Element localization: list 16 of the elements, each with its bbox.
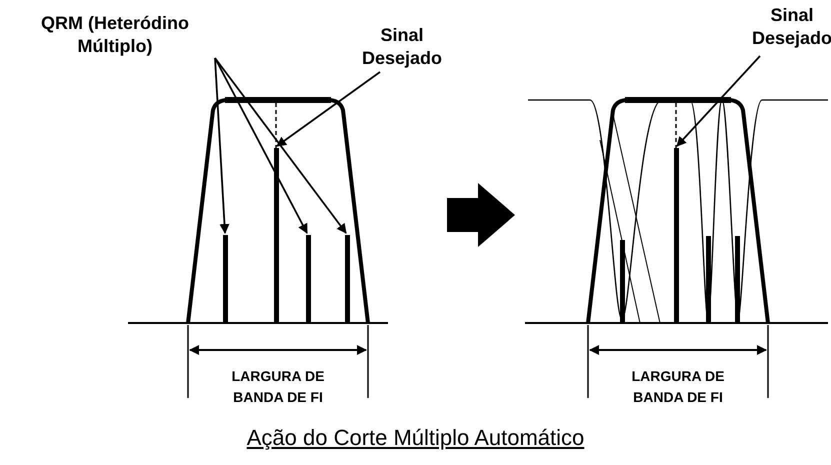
leader-arrow <box>214 58 308 234</box>
signal-bar <box>274 148 279 323</box>
signal-bar <box>306 235 311 323</box>
leader-arrow <box>276 71 381 147</box>
dimension-label: LARGURA DE BANDA DE FI <box>230 367 326 407</box>
callout-text: QRM (Heteródino Múltiplo) <box>10 12 220 57</box>
callout-text: Sinal Desejado <box>752 4 831 49</box>
caption: Ação do Corte Múltiplo Automático <box>246 425 586 451</box>
callout-text: Sinal Desejado <box>352 24 452 69</box>
signal-bar <box>223 235 228 323</box>
signal-bar <box>674 148 679 323</box>
leader-arrow <box>214 57 347 234</box>
signal-bar <box>345 235 350 323</box>
leader-arrow <box>214 58 230 234</box>
leader-arrow <box>676 55 761 147</box>
dimension-label: LARGURA DE BANDA DE FI <box>630 367 726 407</box>
